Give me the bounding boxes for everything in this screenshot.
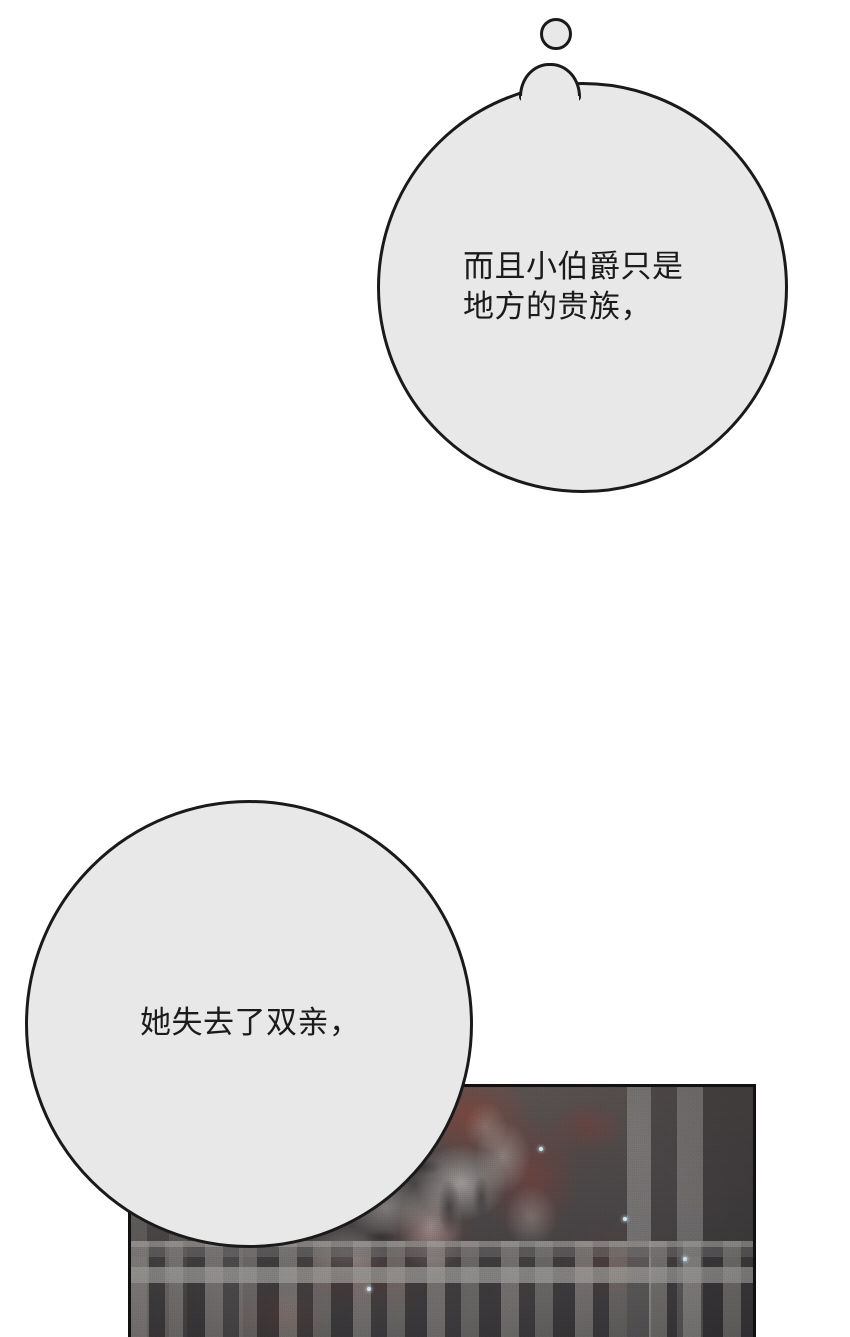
speech-bubble-1-text: 而且小伯爵只是 地方的贵族，: [463, 249, 684, 325]
sparkle-highlight: [623, 1217, 627, 1221]
art-balustrade-rail: [131, 1267, 753, 1283]
speech-bubble-2-text: 她失去了双亲，: [140, 1005, 361, 1040]
sparkle-highlight: [367, 1287, 371, 1291]
sparkle-highlight: [539, 1147, 543, 1151]
bubble-nub-mask: [521, 96, 579, 118]
art-balustrade: [131, 1241, 753, 1337]
sparkle-highlight: [683, 1257, 687, 1261]
speech-bubble-1: [377, 82, 788, 493]
speech-bubble-2: [25, 800, 473, 1248]
thought-dot-icon: [540, 18, 572, 50]
